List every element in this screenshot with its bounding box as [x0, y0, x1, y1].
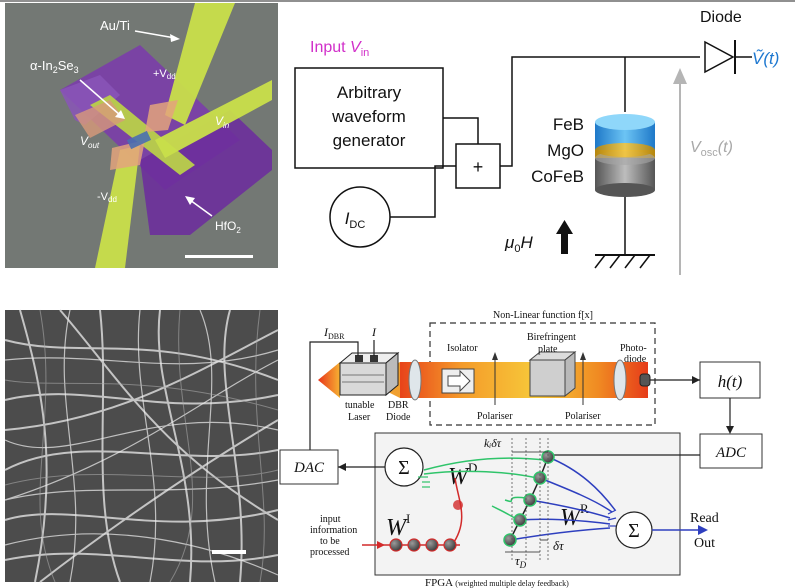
diode-symbol — [704, 40, 735, 74]
photonic-reservoir: Non-Linear function f[x] tunable Laser — [279, 310, 763, 588]
wr-label: WR — [560, 501, 589, 531]
laser-label-2: Laser — [348, 412, 371, 423]
adc-box — [699, 433, 763, 469]
layer-feb: FeB — [553, 115, 584, 134]
idc-source — [329, 186, 391, 248]
polariser-label-1: Polariser — [477, 411, 513, 422]
isolator-label: Isolator — [447, 343, 478, 354]
summer-plus: + — [473, 157, 484, 177]
feedback-weights-green — [423, 457, 546, 521]
isolator-arrow-icon — [447, 369, 471, 393]
input-chain — [362, 477, 463, 552]
birefringent-label-1: Birefringent — [527, 332, 576, 343]
tau-d-label: τD — [515, 553, 527, 570]
diode-label: Diode — [700, 9, 742, 26]
input-info-line3: to be — [320, 536, 340, 547]
wi-label: WI — [386, 511, 410, 541]
output-vtilde: Ṽ(t) — [752, 49, 779, 68]
focusing-lens — [613, 359, 627, 401]
channel — [126, 130, 152, 150]
label-minus-vdd: -Vdd — [97, 191, 117, 204]
mtj-stack — [595, 114, 655, 197]
layer-mgo: MgO — [547, 141, 584, 160]
electrode-top — [165, 3, 235, 125]
spin-torque-circuit: Input Vin Arbitrary waveform generator +… — [294, 9, 779, 275]
electrode-bottom — [95, 145, 140, 268]
field-label: μ0H — [504, 233, 533, 255]
label-plus-vdd: +Vdd — [153, 68, 176, 81]
dbr-label-1: DBR — [388, 400, 409, 411]
label-vout: Vout — [80, 134, 100, 150]
input-info-line2: information — [310, 525, 357, 536]
scale-bar — [185, 255, 253, 258]
idbr-label: IDBR — [323, 325, 345, 341]
electrode-vin — [155, 80, 272, 158]
delta-tau-label: δτ — [553, 538, 565, 553]
fpga-caption: FPGA (weighted multiple delay feedback) — [425, 577, 569, 588]
wire-dac-laser — [309, 341, 359, 460]
photodiode-label-2: diode — [624, 354, 647, 365]
micrograph-nanowires — [4, 309, 279, 583]
h-t-label: h(t) — [718, 372, 743, 391]
dbr-label-2: Diode — [386, 412, 411, 423]
wire-idc-sum — [390, 165, 456, 218]
label-hfo2: HfO2 — [215, 219, 241, 235]
tunable-laser-block — [339, 362, 387, 396]
nonlinear-title: Non-Linear function f[x] — [493, 310, 593, 321]
label-au-ti: Au/Ti — [100, 18, 130, 33]
awg-line3: generator — [333, 131, 406, 150]
laser-output — [318, 362, 340, 398]
label-alpha-in2se3: α-In2Se3 — [30, 58, 79, 75]
output-sum-sigma: Σ — [628, 520, 640, 542]
adc-label: ADC — [715, 445, 747, 461]
collimating-lens — [408, 359, 422, 401]
polariser-label-2: Polariser — [565, 411, 601, 422]
label-vin: Vin — [215, 114, 230, 130]
birefringent-label-2: plate — [538, 344, 558, 355]
laser-label-1: tunable — [345, 400, 375, 411]
h-t-box — [699, 361, 761, 399]
wd-label: WD — [448, 460, 477, 490]
i-label: I — [371, 325, 377, 339]
nanowire-scale-bar — [212, 550, 246, 554]
awg-line1: Arbitrary — [337, 83, 402, 102]
layer-cofeb: CoFeB — [531, 167, 584, 186]
input-info-line1: input — [320, 514, 341, 525]
dac-label: DAC — [293, 460, 325, 476]
input-vin-label: Input Vin — [310, 39, 369, 59]
photodiode — [639, 373, 651, 387]
waveform-generator-box — [294, 67, 444, 169]
readout-label-2: Out — [694, 536, 715, 551]
ki-delta-tau-label: kᵢδτ — [484, 436, 502, 450]
awg-line2: waveform — [331, 107, 406, 126]
input-sum-node — [384, 447, 424, 487]
optical-beam — [400, 362, 648, 398]
vosc-label: Vosc(t) — [690, 139, 733, 159]
summer-box — [455, 143, 501, 189]
readout-weights-blue — [509, 456, 616, 541]
wire-sum-diode — [500, 56, 700, 167]
input-sum-sigma: Σ — [398, 457, 410, 479]
micrograph-transistor: Au/Ti α-In2Se3 +Vdd Vout Vin -Vdd HfO2 — [5, 3, 278, 268]
field-arrow — [556, 220, 573, 254]
idc-label: IDC — [345, 209, 366, 231]
wire-awg-sum — [443, 117, 479, 144]
photodiode-label-1: Photo- — [620, 343, 647, 354]
readout-label-1: Read — [690, 511, 719, 526]
input-info-line4: processed — [310, 547, 349, 558]
